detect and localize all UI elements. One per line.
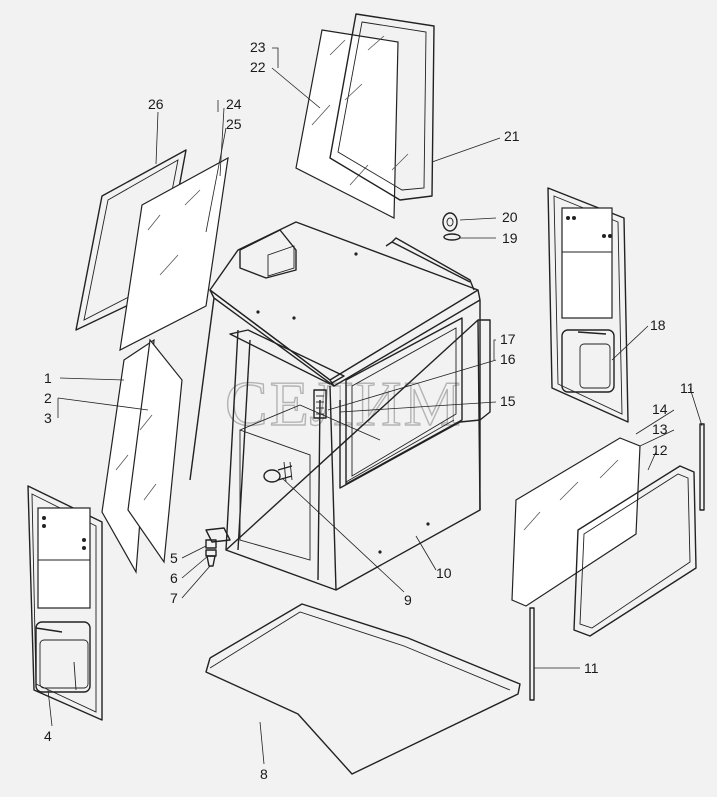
floor-seal-8 — [205, 603, 521, 775]
callout-7: 7 — [170, 590, 178, 606]
lifting-eye-19-20 — [442, 212, 461, 241]
side-window-seal-12 — [573, 465, 697, 637]
callout-5: 5 — [170, 550, 178, 566]
callout-22: 22 — [250, 59, 266, 75]
callout-17: 17 — [500, 331, 516, 347]
callout-26: 26 — [148, 96, 164, 112]
callout-21: 21 — [504, 128, 520, 144]
callout-13: 13 — [652, 421, 668, 437]
callout-24: 24 — [226, 96, 242, 112]
bolt-9 — [263, 461, 293, 483]
watermark-text: СЕЛИМ — [225, 368, 462, 439]
callout-1: 1 — [44, 370, 52, 386]
callout-11-upper: 11 — [680, 380, 695, 396]
side-glass-1 — [101, 338, 155, 575]
seal-strip-11-upper — [699, 423, 705, 511]
rear-window-seal-21 — [329, 13, 435, 201]
callout-6: 6 — [170, 570, 178, 586]
callout-labels: 1 2 3 4 5 6 7 8 9 10 11 11 12 13 14 15 1… — [44, 39, 695, 782]
callout-8: 8 — [260, 766, 268, 782]
callout-14: 14 — [652, 401, 668, 417]
leader-lines — [47, 47, 703, 765]
windshield-glass-24-25 — [119, 156, 229, 352]
left-door-4 — [27, 485, 103, 721]
callout-16: 16 — [500, 351, 516, 367]
side-window-glass-13-14 — [511, 437, 641, 607]
callout-3: 3 — [44, 410, 52, 426]
callout-9: 9 — [404, 592, 412, 608]
callout-25: 25 — [226, 116, 242, 132]
fastener-5-6-7 — [205, 539, 217, 567]
callout-20: 20 — [502, 209, 518, 225]
callout-23: 23 — [250, 39, 266, 55]
callout-11-lower: 11 — [584, 660, 599, 676]
callout-15: 15 — [500, 393, 516, 409]
callout-12: 12 — [652, 442, 668, 458]
callout-4: 4 — [44, 728, 52, 744]
right-door-18 — [547, 187, 629, 423]
callout-10: 10 — [436, 565, 452, 581]
side-glass-2-3 — [127, 338, 183, 564]
callout-18: 18 — [650, 317, 666, 333]
callout-19: 19 — [502, 230, 518, 246]
cab-body-10 — [189, 221, 491, 591]
callout-2: 2 — [44, 390, 52, 406]
seal-strip-11-lower — [529, 607, 535, 701]
